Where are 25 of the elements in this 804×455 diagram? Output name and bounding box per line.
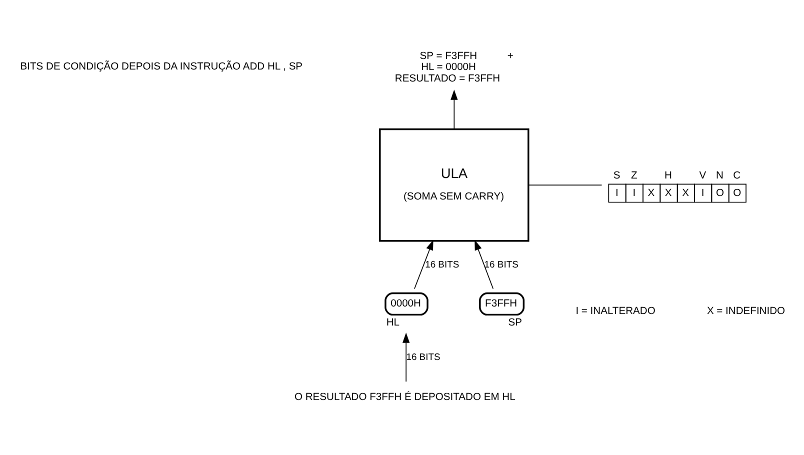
edge-label: 16 BITS xyxy=(425,258,460,270)
arrow xyxy=(474,239,494,289)
arrow xyxy=(402,332,410,382)
node-label: + xyxy=(507,50,514,62)
label: BITS DE CONDIÇÃO DEPOIS DA INSTRUÇÃO ADD HL , SP xyxy=(20,61,303,72)
arrow xyxy=(414,239,434,289)
node-label: N xyxy=(716,170,724,182)
node-box: 0000H xyxy=(384,292,428,316)
arrow xyxy=(450,89,458,130)
label: X = INDEFINIDO xyxy=(706,305,786,316)
connector xyxy=(528,184,602,186)
node-box: F3FFH xyxy=(479,292,525,316)
node-text: SP = F3FFH HL = 0000H RESULTADO = F3FFH xyxy=(394,50,500,84)
node-label: HL xyxy=(386,317,400,328)
node-box: ULA (SOMA SEM CARRY) xyxy=(379,128,530,242)
node-label: V xyxy=(699,170,706,182)
edge-label: 16 BITS xyxy=(406,352,440,363)
node-label: Z xyxy=(630,170,638,182)
node-label: H xyxy=(664,170,672,182)
edge-label: 16 BITS xyxy=(484,258,518,270)
label: I = INALTERADO xyxy=(576,305,656,316)
node-text: O RESULTADO F3FFH É DEPOSITADO EM HL xyxy=(294,392,516,403)
node-label: C xyxy=(733,170,741,182)
node-label: S xyxy=(613,170,620,182)
node-label: SP xyxy=(508,317,522,328)
